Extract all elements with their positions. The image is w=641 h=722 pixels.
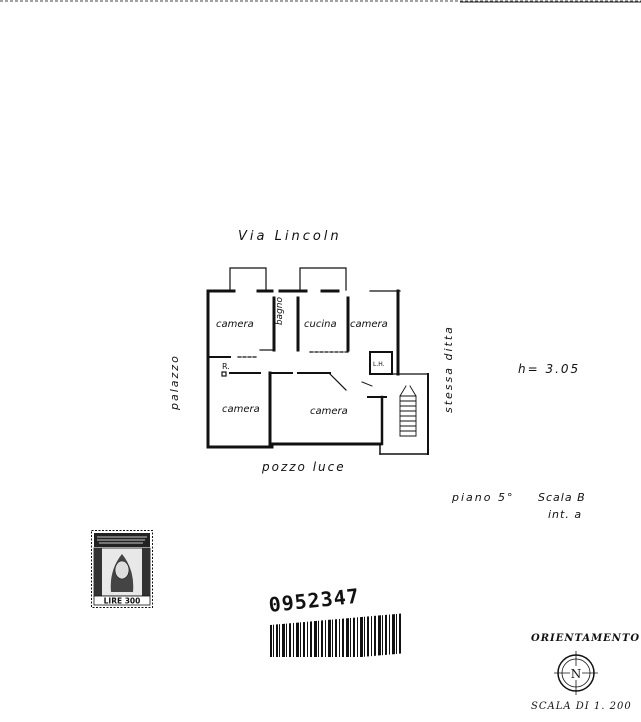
lift-label: L.H.	[373, 361, 385, 368]
north-letter: N	[571, 667, 582, 681]
barcode-number: 0952347	[267, 583, 361, 617]
room-label-camera-4: camera	[310, 406, 348, 417]
light-well-label: pozzo luce	[262, 460, 346, 474]
street-label: Via Lincoln	[238, 229, 342, 244]
top-edge-line	[0, 0, 641, 3]
room-label-cucina: cucina	[304, 319, 337, 330]
interior-label: int. a	[548, 508, 583, 521]
room-label-camera-2: camera	[350, 319, 388, 330]
orientation-title: ORIENTAMENTO	[531, 633, 641, 644]
left-neighbor-label: palazzo	[168, 354, 181, 410]
staircase-label: Scala B	[538, 491, 586, 504]
room-label-bagno: bagno	[275, 297, 285, 326]
revenue-stamp-image: LIRE 300	[91, 530, 153, 608]
room-label-camera-3: camera	[222, 404, 260, 415]
barcode-image	[270, 613, 401, 657]
right-neighbor-label: stessa ditta	[442, 325, 455, 413]
stamp-value: LIRE 300	[104, 597, 141, 606]
scale-label: SCALA DI 1. 200	[531, 701, 632, 712]
floor-label: piano 5°	[452, 491, 515, 504]
closet-label: R.	[222, 362, 230, 371]
floor-plan: camera bagno cucina camera camera camera…	[206, 267, 429, 455]
compass-icon: N	[554, 651, 598, 695]
room-label-camera-1: camera	[216, 319, 254, 330]
ceiling-height-label: h= 3.05	[518, 362, 581, 376]
